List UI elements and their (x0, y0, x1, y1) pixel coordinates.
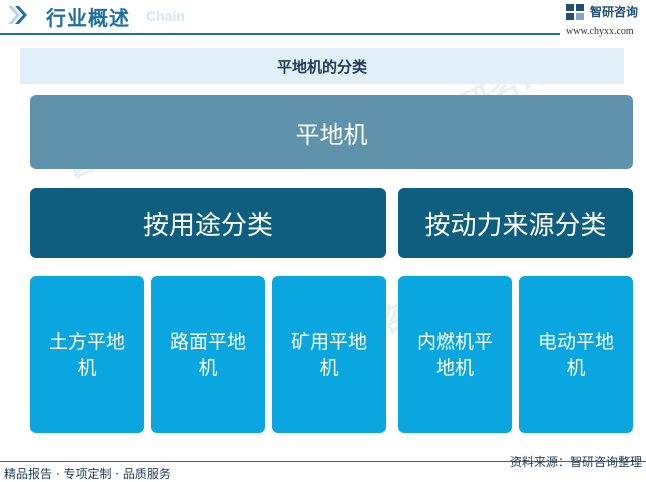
category-by-use: 按用途分类 (30, 188, 386, 258)
footer-divider (0, 461, 646, 462)
logo-url: www.chyxx.com (566, 26, 634, 37)
header-divider (0, 33, 560, 35)
leaf-road-grader: 路面平地机 (151, 276, 265, 433)
root-node: 平地机 (30, 95, 633, 169)
leaf-combustion-grader: 内燃机平地机 (398, 276, 512, 433)
chevron-double-right-icon (8, 6, 27, 24)
leaf-electric-grader: 电动平地机 (519, 276, 633, 433)
diagram-title: 平地机的分类 (276, 57, 367, 76)
category-by-power: 按动力来源分类 (398, 188, 633, 258)
footer-slogan: 精品报告 · 专项定制 · 品质服务 (4, 467, 171, 481)
logo-icon (566, 4, 584, 20)
diagram-title-bar: 平地机的分类 (20, 48, 624, 84)
logo-text: 智研咨询 (590, 5, 639, 19)
source-note: 资料来源：智研咨询整理 (509, 455, 642, 469)
leaf-earthwork-grader: 土方平地机 (30, 276, 144, 433)
header: 行业概述 Chain 智研咨询 www.chyxx.com (0, 0, 646, 37)
header-watermark-text: Chain (146, 8, 185, 24)
header-title: 行业概述 (46, 6, 130, 30)
leaf-mining-grader: 矿用平地机 (272, 276, 386, 433)
